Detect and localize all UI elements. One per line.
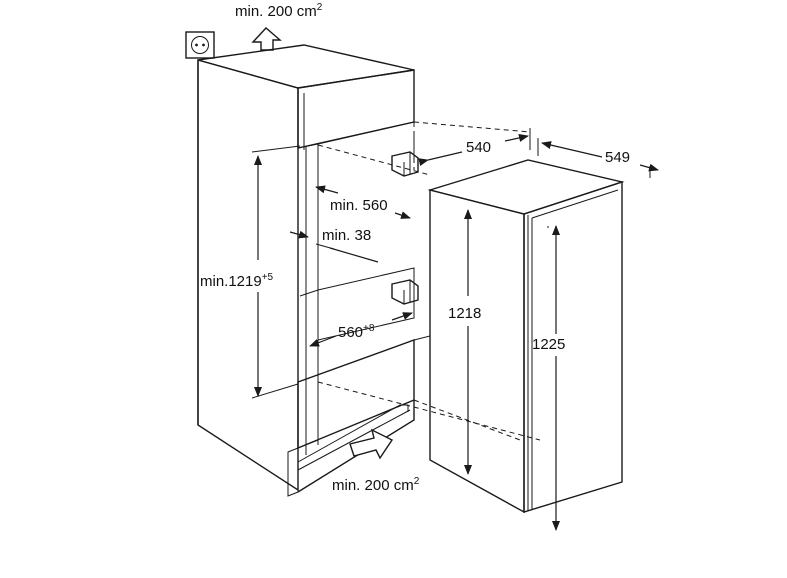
h-1225-label: 1225 [532, 336, 565, 353]
hinge-icon [391, 151, 419, 177]
power-socket-icon [185, 31, 215, 59]
h-1218-label: 1218 [448, 305, 481, 322]
hinge-icon [391, 279, 419, 305]
dim-min-560: min. 560 [315, 185, 411, 219]
airflow-in-arrow-icon [349, 428, 394, 460]
depth-549-label: 549 [605, 149, 630, 166]
w-560-label: 560+8 [338, 323, 375, 341]
width-540-label: 540 [466, 139, 491, 156]
dim-h-1218: 1218 [448, 209, 481, 475]
airflow-up-arrow-icon [251, 27, 282, 51]
appliance [427, 159, 625, 514]
dim-h-1225: 1225 [532, 225, 565, 531]
dim-min-38: min. 38 [289, 227, 379, 263]
kitchen-cabinet [197, 44, 541, 497]
dim-depth-549: 549 [537, 138, 659, 178]
min-560-label: min. 560 [330, 197, 388, 214]
min-1219-label: min.1219+5 [200, 272, 274, 290]
vent-bottom-label: min. 200 cm2 [332, 476, 420, 494]
dim-560-plus8: 560+8 [309, 312, 413, 347]
dim-min-1219: min.1219+5 [200, 145, 301, 399]
dim-width-540: 540 [413, 128, 531, 166]
min-38-label: min. 38 [322, 227, 371, 244]
vent-top-label: min. 200 cm2 [235, 2, 323, 20]
